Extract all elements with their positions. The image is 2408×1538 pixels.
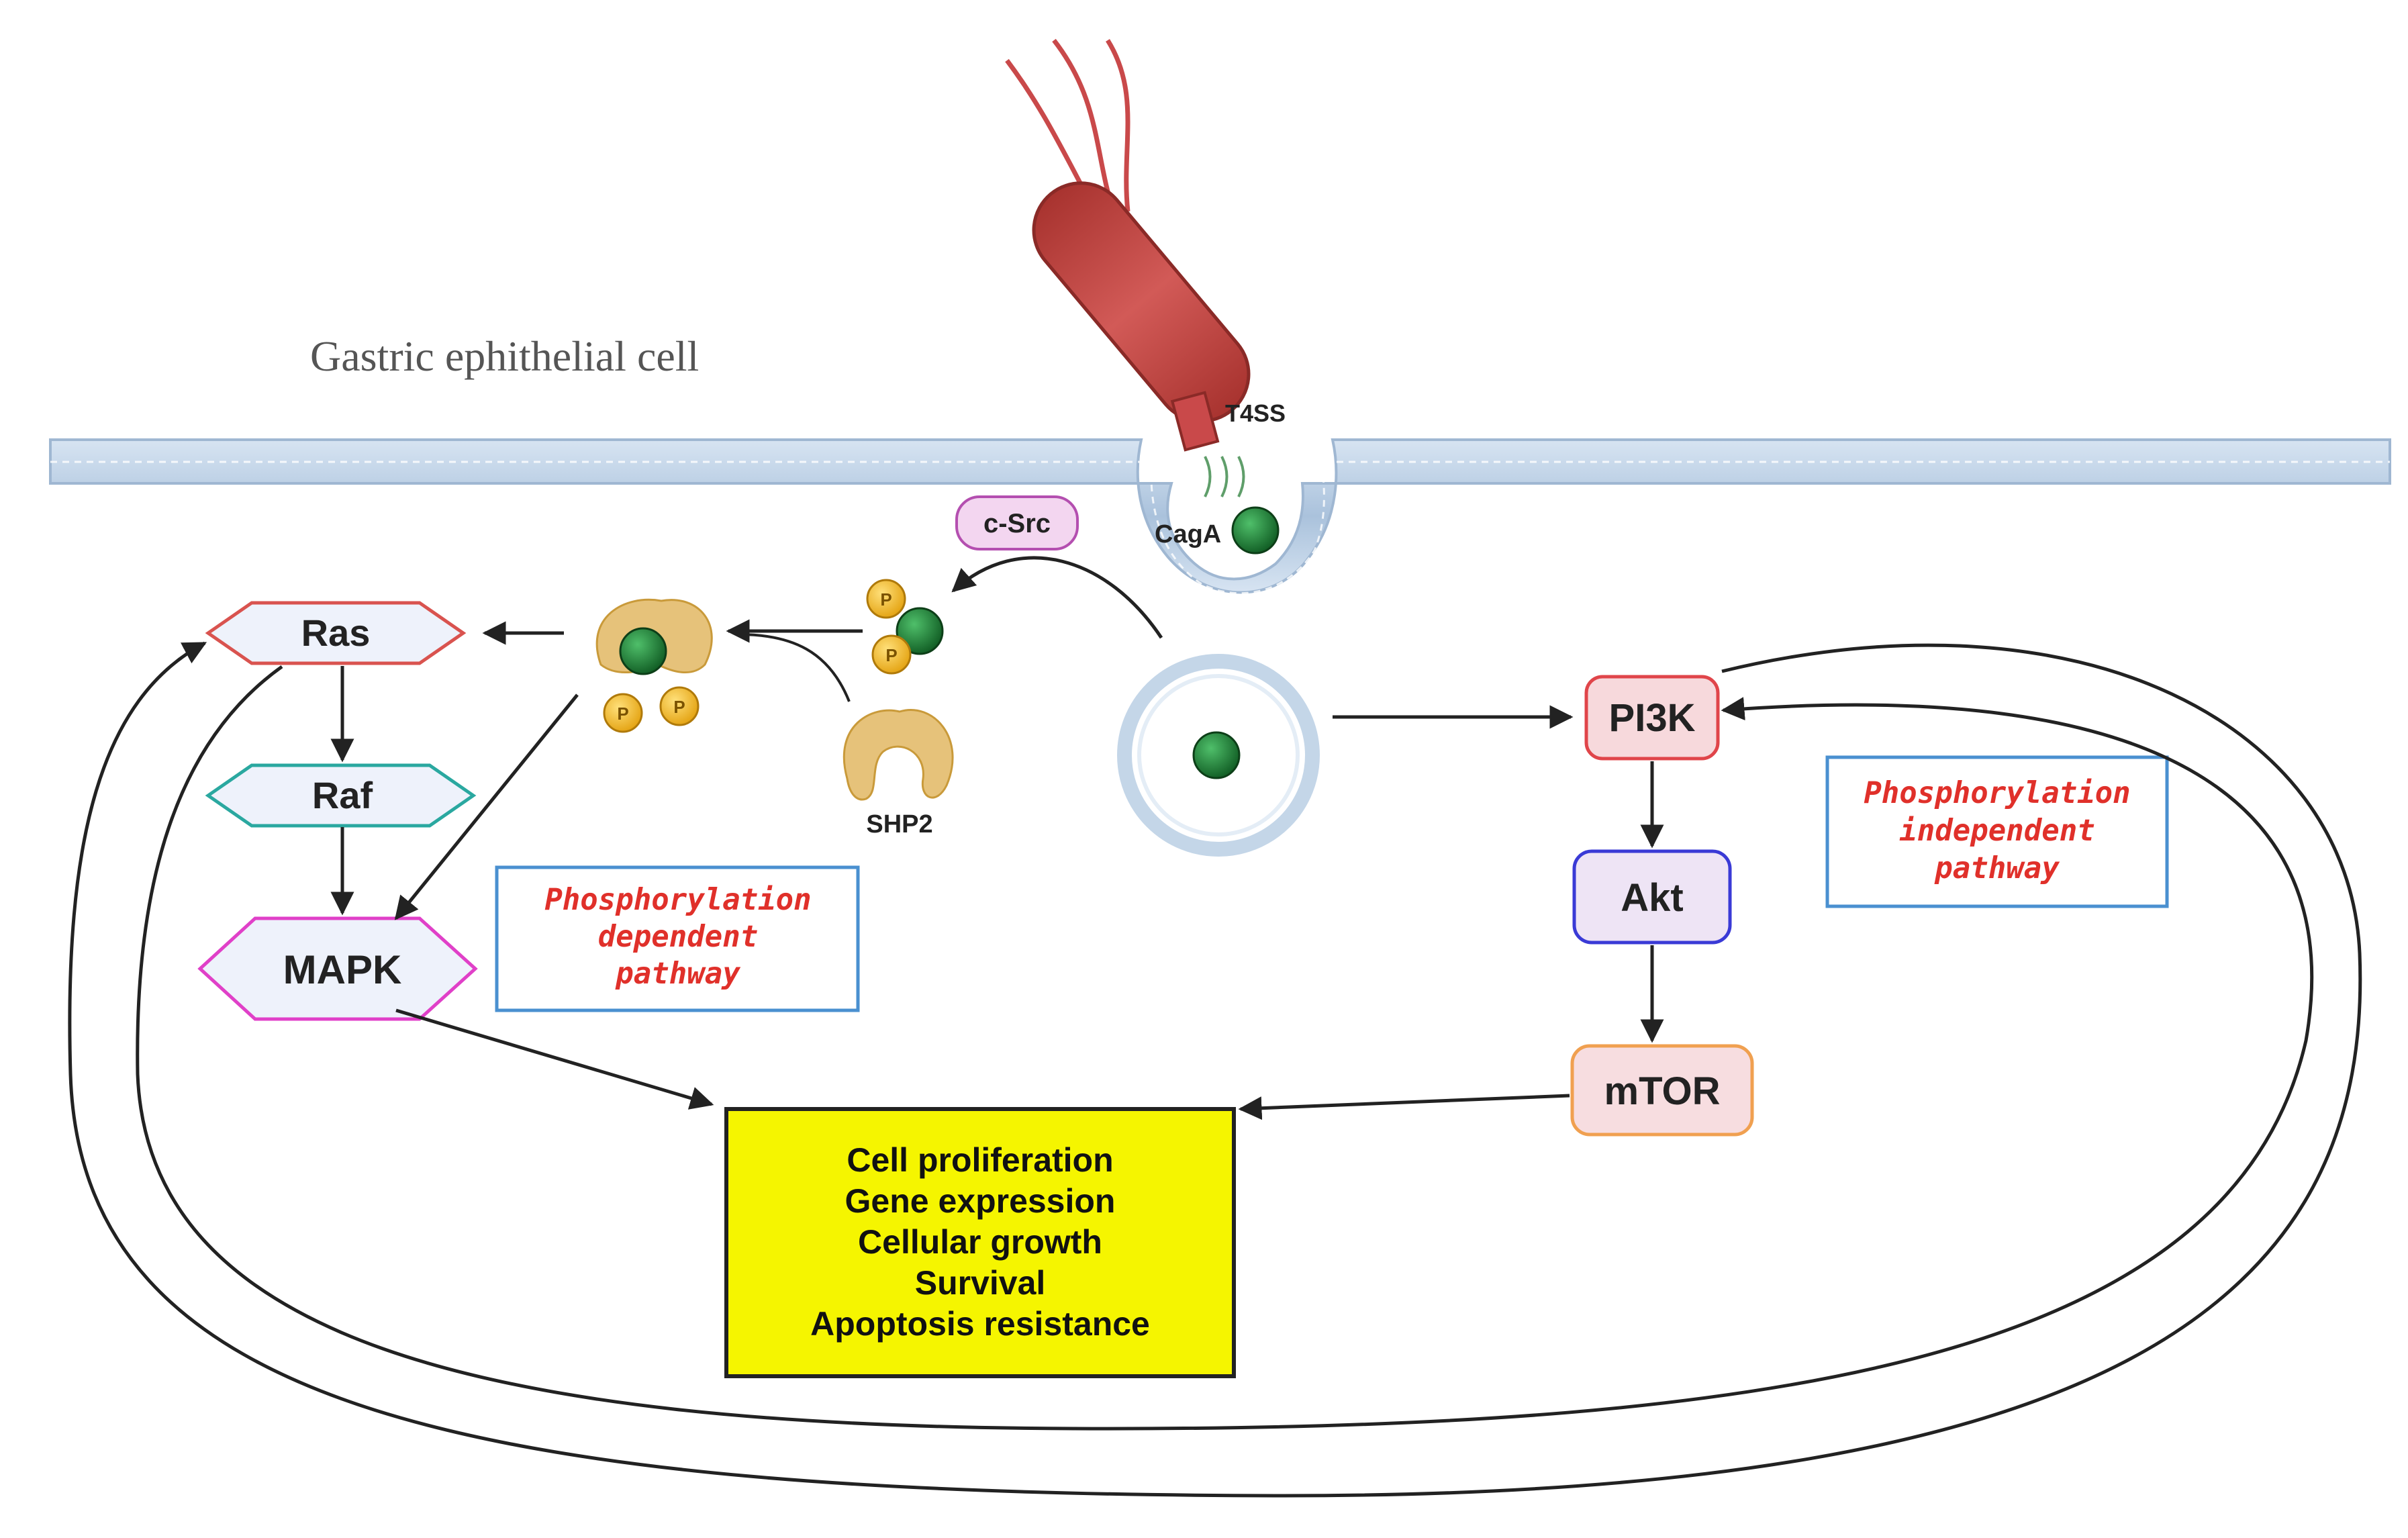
- feedback-loop-inner: [136, 665, 2314, 1431]
- feedback-loop-outer: [68, 641, 2362, 1498]
- independent-pathway-note: [1825, 755, 2169, 908]
- dependent-note-line: Phosphorylation: [544, 883, 811, 917]
- bacterium: [1005, 38, 1251, 497]
- mtor-label: mTOR: [1604, 1069, 1721, 1113]
- akt-label: Akt: [1621, 876, 1683, 920]
- raf-node: [205, 763, 477, 828]
- phospho-label: P: [880, 589, 892, 610]
- arrow-mtor-to-outcomes: [1238, 1094, 1570, 1120]
- phospho-label: P: [885, 645, 897, 665]
- caga-vesicle: [1117, 654, 1320, 857]
- phospho-label: P: [673, 697, 685, 717]
- phospho-label: P: [617, 704, 628, 724]
- shp2-label: SHP2: [866, 810, 932, 838]
- pi3k-label: PI3K: [1609, 696, 1696, 740]
- outcome-item: Apoptosis resistance: [810, 1305, 1150, 1343]
- outcomes-box: [724, 1107, 1236, 1378]
- outcome-item: Cellular growth: [858, 1223, 1102, 1261]
- bacterium-body: [1032, 181, 1251, 423]
- shp2-caga-complex: P P: [595, 598, 713, 733]
- outcome-item: Survival: [915, 1264, 1046, 1302]
- mtor-node: [1570, 1044, 1754, 1137]
- cell-label: Gastric ephithelial cell: [310, 332, 699, 380]
- cell-membrane: [49, 438, 2391, 595]
- caga-label: CagA: [1155, 520, 1221, 548]
- outcome-item: Gene expression: [845, 1182, 1116, 1220]
- t4ss-label: T4SS: [1225, 399, 1286, 427]
- arrow-shp2-binding: [738, 633, 851, 702]
- flagellum: [1106, 39, 1130, 212]
- outcome-item: Cell proliferation: [847, 1141, 1113, 1179]
- c-src-label: c-Src: [983, 509, 1051, 538]
- ras-node: [205, 601, 467, 665]
- shp2-protein: [842, 709, 954, 801]
- dependent-note-line: pathway: [615, 957, 740, 991]
- c-src-node: [955, 495, 1079, 550]
- caga-protein: [1231, 506, 1280, 555]
- dependent-note-line: dependent: [598, 920, 758, 954]
- arrow-complex-to-mapk: [394, 693, 579, 920]
- mapk-node: [197, 916, 478, 1021]
- arrow-mapk-to-outcomes: [395, 1008, 714, 1110]
- independent-note-line: pathway: [1934, 851, 2060, 885]
- t4ss-needle: [1170, 391, 1220, 452]
- mapk-label: MAPK: [283, 947, 402, 992]
- dependent-pathway-note: [495, 865, 860, 1012]
- raf-label: Raf: [312, 774, 373, 816]
- ras-label: Ras: [301, 612, 371, 654]
- akt-node: [1572, 849, 1732, 945]
- independent-note-line: Phosphorylation: [1864, 776, 2130, 810]
- phosphorylated-caga: P P: [866, 579, 944, 675]
- independent-note-line: independent: [1899, 814, 2094, 848]
- arrow-src-phosphorylation: [951, 556, 1163, 639]
- pi3k-node: [1584, 675, 1720, 761]
